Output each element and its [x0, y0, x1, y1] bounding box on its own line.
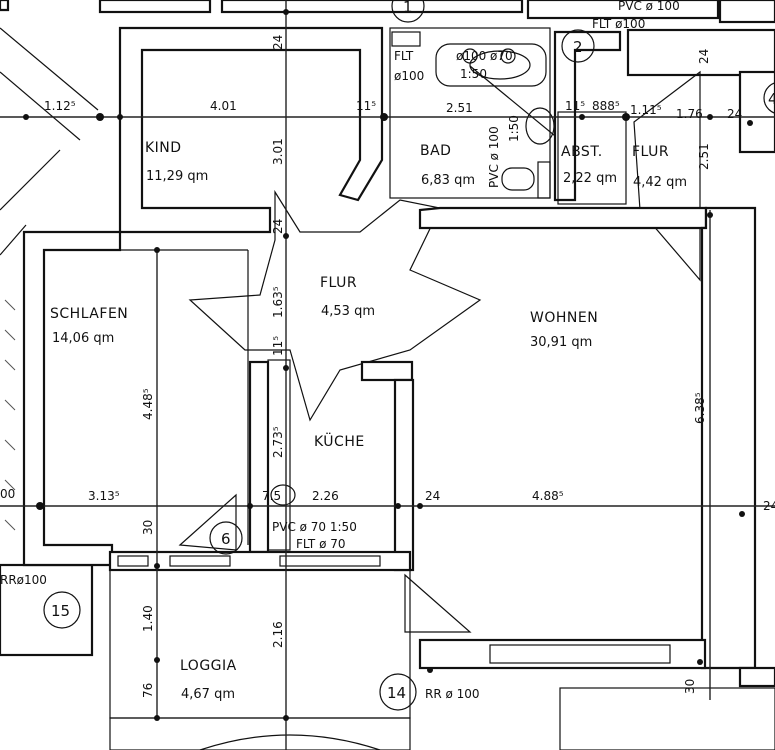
dim-24r: 24	[727, 107, 742, 121]
note-bad-pvc: PVC ø 100	[487, 126, 501, 188]
marker-15: 15	[43, 591, 81, 629]
room-schlafen	[22, 230, 249, 567]
svg-text:4: 4	[768, 90, 775, 108]
schlafen-area: 14,06 qm	[52, 331, 114, 346]
room-wohnen	[404, 206, 775, 688]
marker-1: 1	[391, 0, 425, 23]
note-kitchen-flt: FLT ø 70	[296, 537, 346, 551]
bad-area: 6,83 qm	[421, 173, 475, 188]
dim-75: 7.5	[262, 489, 281, 503]
room-kueche	[178, 359, 415, 572]
note-flt: FLT	[394, 49, 414, 63]
flur-right-area: 4,42 qm	[633, 175, 687, 190]
flur-right-label: FLUR	[632, 144, 669, 160]
marker-2: 2	[561, 29, 595, 63]
dim-30b: 30	[683, 679, 697, 694]
dim-24top: 24	[271, 35, 285, 50]
dim-11c: 1.11⁵	[630, 103, 662, 117]
dim-11v: 11⁵	[271, 336, 285, 356]
dim-24right: 24	[697, 49, 711, 64]
dim-24mid: 24	[271, 219, 285, 234]
dim-176: 1.76	[676, 107, 703, 121]
dim-00: 00	[0, 487, 15, 501]
dim-30a: 30	[141, 520, 155, 535]
note-top-flt: FLT ø100	[592, 17, 645, 31]
room-kind	[118, 26, 384, 234]
dim-251v: 2.51	[697, 143, 711, 170]
note-top-pvc: PVC ø 100	[618, 0, 680, 13]
svg-text:2: 2	[573, 38, 583, 56]
dim-112: 1.12⁵	[44, 99, 76, 113]
schlafen-label: SCHLAFEN	[50, 306, 128, 322]
dim-251: 2.51	[446, 101, 473, 115]
abst-area: 2,22 qm	[563, 171, 617, 186]
marker-14: 14	[379, 673, 417, 711]
note-wc-scale: 1:50	[507, 115, 521, 142]
dim-638: 6.38⁵	[693, 392, 707, 424]
svg-text:1: 1	[403, 0, 413, 16]
dim-488: 4.88⁵	[532, 489, 564, 503]
kind-label: KIND	[145, 140, 182, 156]
note-kitchen-pvc: PVC ø 70 1:50	[272, 520, 357, 534]
wohnen-area: 30,91 qm	[530, 335, 592, 350]
dim-11a: 11⁵	[356, 99, 376, 113]
dim-163: 1.63⁵	[271, 286, 285, 318]
dimension-ticks	[23, 9, 753, 721]
top-wall-strip	[98, 0, 775, 77]
dim-216: 2.16	[271, 621, 285, 648]
flur-label: FLUR	[320, 275, 357, 291]
dim-24h: 24	[425, 489, 440, 503]
dim-11b: 11⁵	[565, 99, 585, 113]
dim-401: 4.01	[210, 99, 237, 113]
bad-label: BAD	[420, 143, 451, 159]
dim-226: 2.26	[312, 489, 339, 503]
note-tub-scale: 1:50	[460, 67, 487, 81]
svg-text:6: 6	[221, 530, 231, 548]
room-abst-flur-right	[553, 30, 775, 282]
loggia-label: LOGGIA	[180, 658, 237, 674]
kueche-label: KÜCHE	[314, 432, 365, 450]
marker-6: 6	[209, 521, 243, 555]
dim-448: 4.48⁵	[141, 388, 155, 420]
room-bad	[389, 27, 561, 199]
room-loggia	[108, 550, 412, 750]
note-tub: ø100 ø70	[456, 49, 513, 63]
marker-4: 4	[763, 82, 775, 114]
note-rr-left: RRø100	[0, 573, 47, 587]
dim-313: 3.13⁵	[88, 489, 120, 503]
bottom-right-strip	[559, 687, 775, 750]
dim-24cut: 24	[763, 499, 775, 513]
note-rr-bottom: RR ø 100	[425, 687, 480, 701]
flur-area: 4,53 qm	[321, 304, 375, 319]
wohnen-label: WOHNEN	[530, 310, 598, 326]
dim-273: 2.73⁵	[271, 426, 285, 458]
abst-label: ABST.	[561, 144, 603, 160]
dim-888: 888⁵	[592, 99, 620, 113]
note-flt-dia: ø100	[394, 69, 424, 83]
svg-text:15: 15	[51, 602, 70, 620]
exterior-left-structure	[0, 0, 99, 657]
dim-76: 76	[141, 683, 155, 698]
dim-140: 1.40	[141, 605, 155, 632]
loggia-area: 4,67 qm	[181, 687, 235, 702]
svg-text:14: 14	[387, 684, 406, 702]
room-flur-central	[188, 189, 482, 422]
kind-area: 11,29 qm	[146, 169, 208, 184]
dim-301: 3.01	[271, 138, 285, 165]
